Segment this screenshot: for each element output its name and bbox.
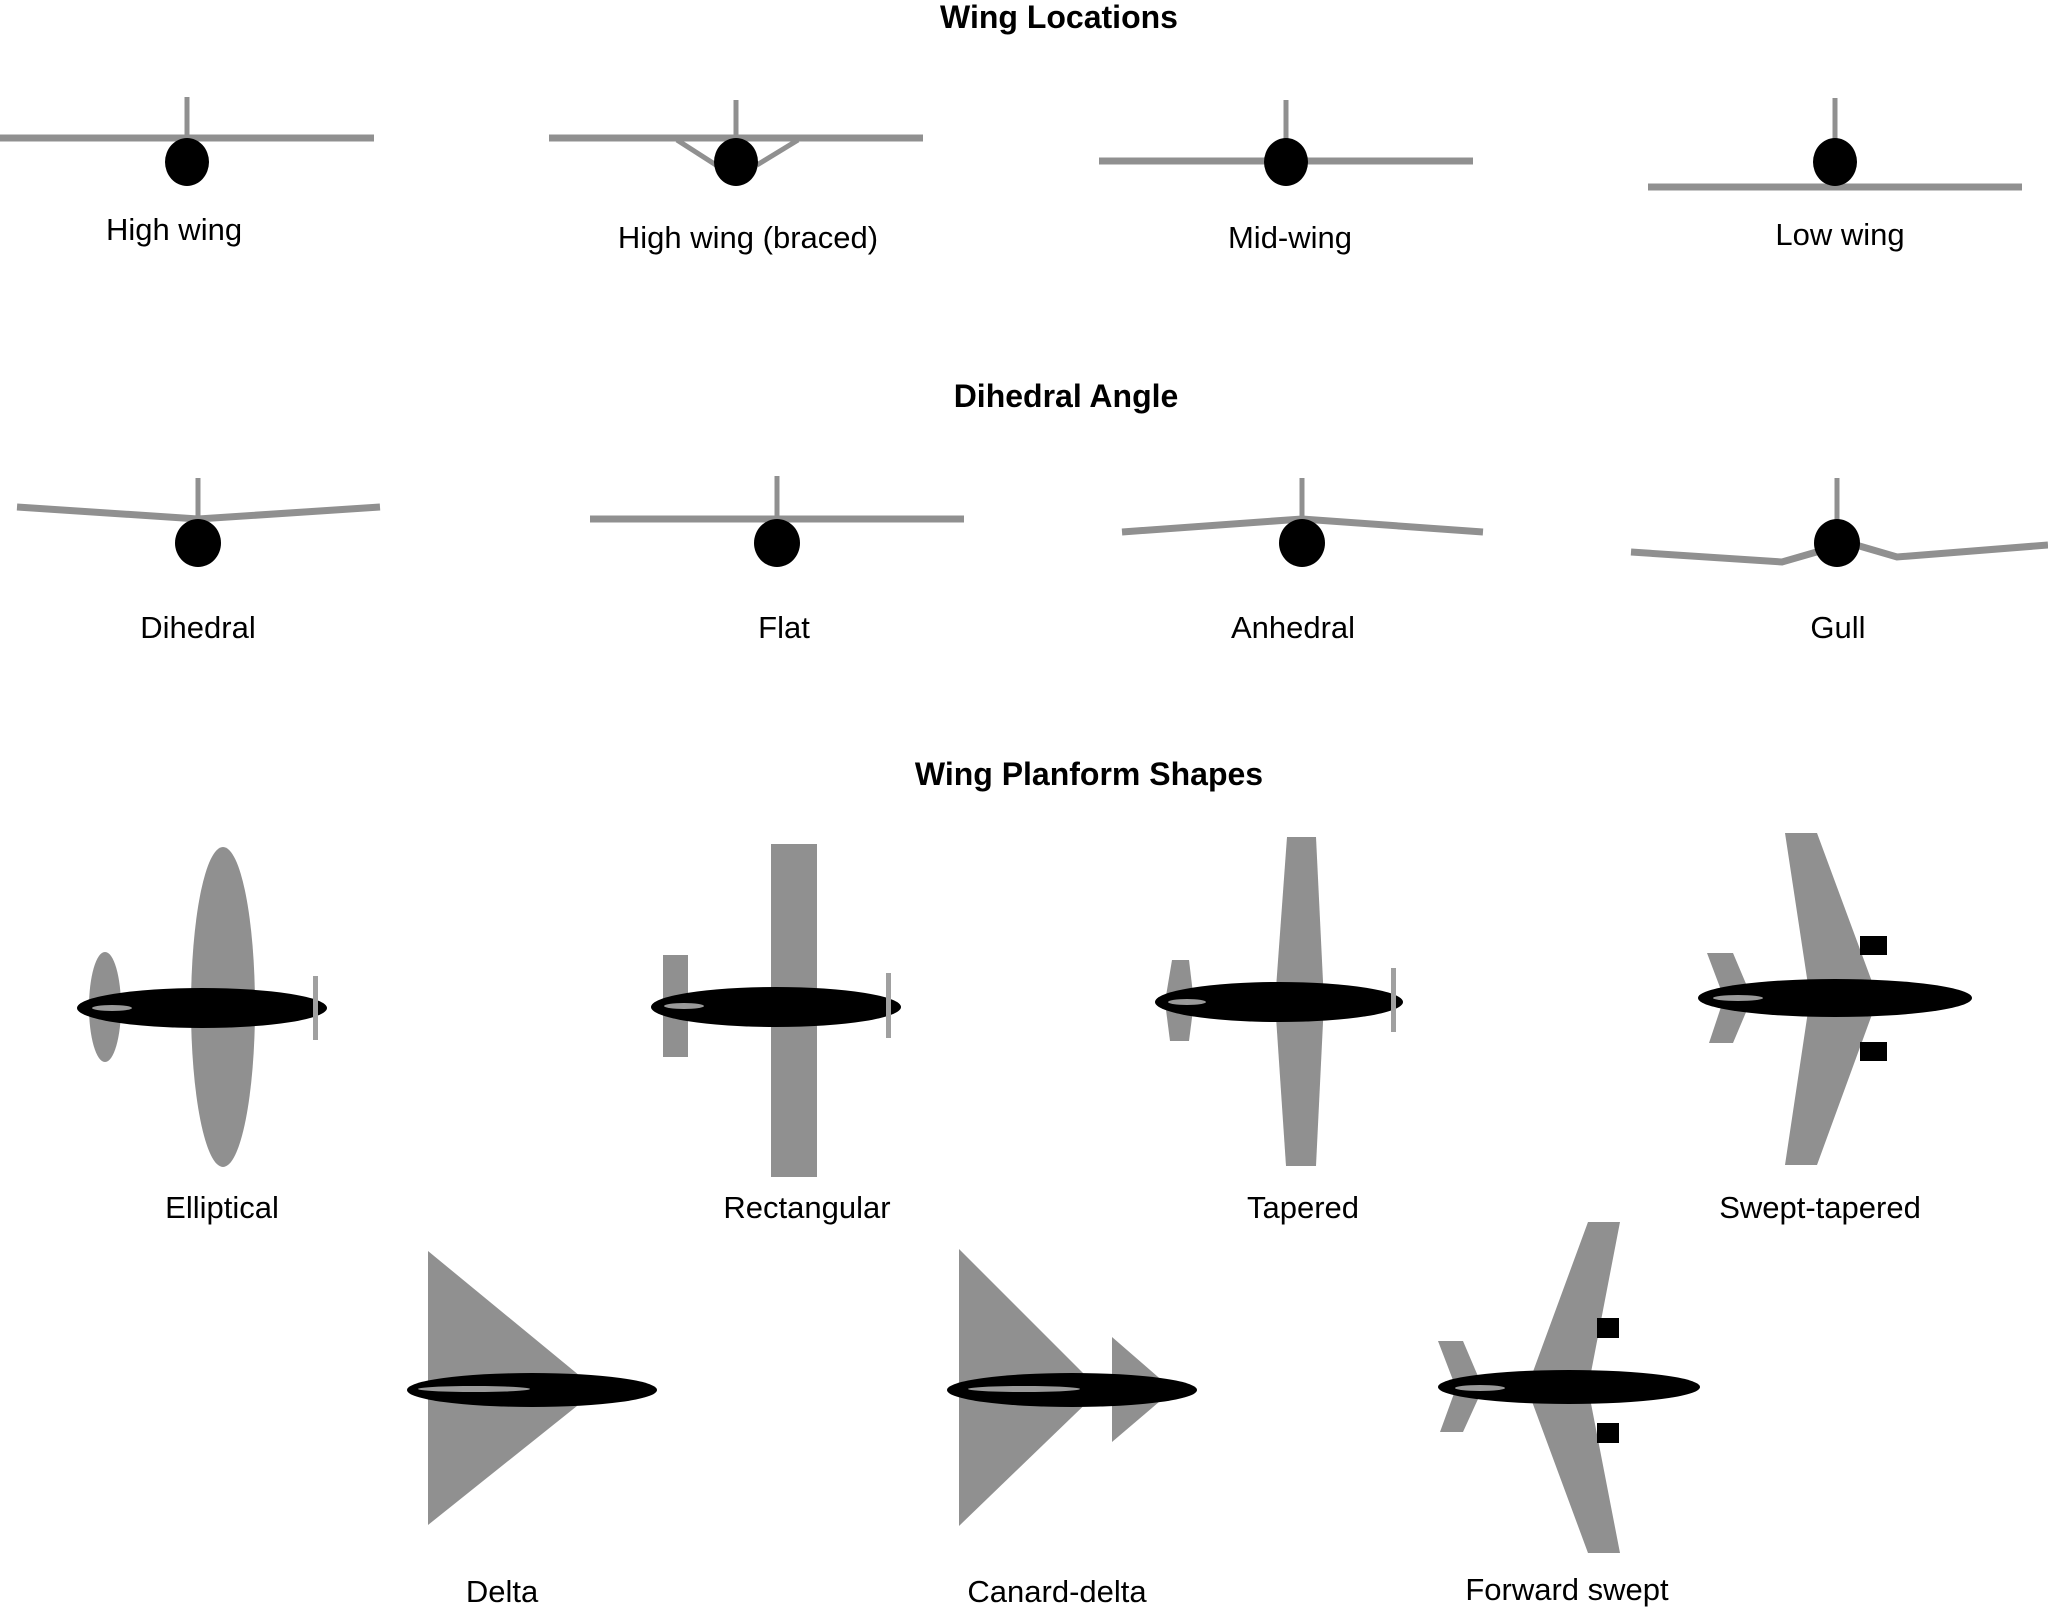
tapered-figure xyxy=(1155,837,1403,1166)
fuselage xyxy=(407,1373,657,1407)
high-wing-braced-figure xyxy=(549,100,923,186)
high-wing-figure xyxy=(0,97,374,186)
label-low-wing: Low wing xyxy=(1775,217,1904,252)
forward-swept-figure xyxy=(1438,1222,1700,1553)
fuselage xyxy=(714,138,758,186)
swept-tapered-figure xyxy=(1698,833,1972,1165)
canard-delta-figure xyxy=(947,1249,1197,1526)
flat-figure xyxy=(590,476,964,567)
label-gull: Gull xyxy=(1810,610,1865,645)
fuselage xyxy=(1279,519,1325,567)
label-canard-delta: Canard-delta xyxy=(967,1574,1147,1609)
cockpit xyxy=(92,1005,132,1011)
cockpit xyxy=(1455,1385,1505,1391)
wing-left xyxy=(1630,547,1821,566)
section-title-dihedral-angle: Dihedral Angle xyxy=(954,378,1179,414)
cockpit xyxy=(418,1386,530,1392)
label-dihedral: Dihedral xyxy=(140,610,255,645)
delta-figure xyxy=(407,1251,657,1525)
wing-brace-left xyxy=(675,137,718,168)
wing-brace-right xyxy=(755,137,800,168)
mid-wing-figure xyxy=(1099,100,1473,186)
gull-figure xyxy=(1630,478,2048,567)
engine-lower xyxy=(1597,1423,1619,1443)
fuselage xyxy=(1438,1370,1700,1404)
label-delta: Delta xyxy=(466,1574,539,1609)
cockpit xyxy=(968,1386,1080,1392)
section-title-wing-planform-shapes: Wing Planform Shapes xyxy=(915,756,1263,792)
label-flat: Flat xyxy=(758,610,810,645)
propeller xyxy=(886,973,891,1038)
cockpit xyxy=(1713,995,1763,1001)
label-elliptical: Elliptical xyxy=(165,1190,279,1225)
fuselage xyxy=(165,138,209,186)
engine-lower xyxy=(1860,1042,1887,1061)
engine-upper xyxy=(1860,936,1887,955)
propeller xyxy=(1391,968,1396,1032)
dihedral-figure xyxy=(16,478,381,567)
fuselage xyxy=(1813,138,1857,186)
cockpit xyxy=(1168,999,1206,1005)
section-title-wing-locations: Wing Locations xyxy=(940,0,1178,35)
label-swept-tapered: Swept-tapered xyxy=(1719,1190,1921,1225)
label-rectangular: Rectangular xyxy=(723,1190,890,1225)
label-mid-wing: Mid-wing xyxy=(1228,220,1352,255)
cockpit xyxy=(664,1003,704,1009)
fuselage xyxy=(77,988,327,1028)
engine-upper xyxy=(1597,1318,1619,1338)
fuselage xyxy=(754,519,800,567)
fuselage xyxy=(1155,982,1403,1022)
label-high-wing-braced: High wing (braced) xyxy=(618,220,878,255)
wing-right xyxy=(1855,541,2048,561)
label-high-wing: High wing xyxy=(106,212,242,247)
label-forward-swept: Forward swept xyxy=(1465,1572,1669,1607)
fuselage xyxy=(1264,138,1308,186)
label-anhedral: Anhedral xyxy=(1231,610,1355,645)
rectangular-figure xyxy=(651,844,901,1177)
fuselage xyxy=(1698,979,1972,1017)
propeller xyxy=(313,976,318,1040)
low-wing-figure xyxy=(1648,98,2022,191)
fuselage xyxy=(175,519,221,567)
elliptical-figure xyxy=(77,847,327,1167)
label-tapered: Tapered xyxy=(1247,1190,1359,1225)
fuselage xyxy=(651,987,901,1027)
fuselage xyxy=(1814,519,1860,567)
anhedral-figure xyxy=(1121,478,1484,567)
